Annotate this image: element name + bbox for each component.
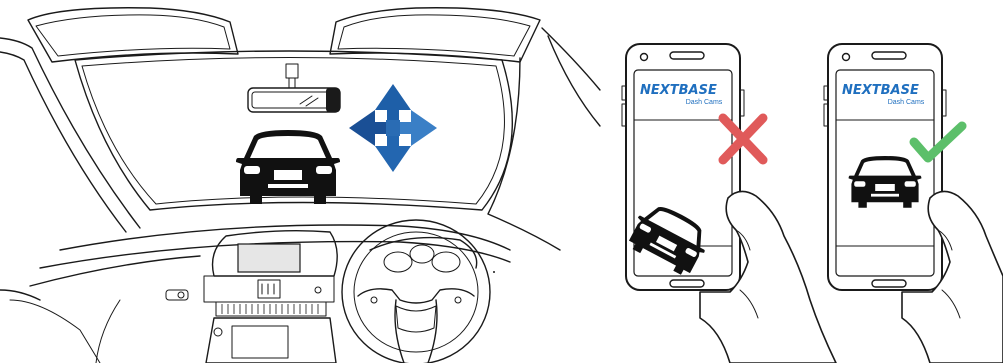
nextbase-logo: NEXTBASE [640,83,717,98]
steering-wheel [341,219,491,363]
car-icon [628,206,705,275]
dashcam-unit [326,88,340,112]
car-interior [0,7,601,363]
hand-icon [699,190,837,363]
nextbase-logo: NEXTBASE [842,83,919,98]
phone-correct: NEXTBASE Dash Cams [823,43,1003,363]
right-sun-visor [329,7,541,63]
center-console [203,229,338,363]
check-icon [909,121,967,163]
infotainment-screen [237,243,301,273]
rearview-mirror [247,63,341,113]
svg-text:Dash Cams: Dash Cams [686,99,723,106]
hand-icon [901,190,1003,363]
svg-text:Dash Cams: Dash Cams [888,99,925,106]
move-arrows-icon [349,84,437,172]
car-icon [848,156,922,208]
car-icon [236,130,340,204]
phone-incorrect: NEXTBASE Dash Cams [621,43,837,363]
windscreen [74,50,513,211]
left-sun-visor [27,7,239,63]
cross-icon [718,113,768,165]
